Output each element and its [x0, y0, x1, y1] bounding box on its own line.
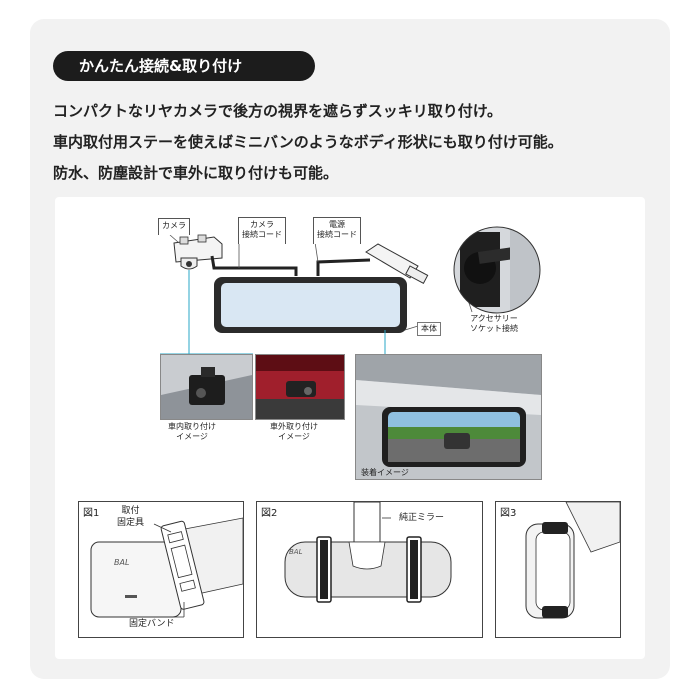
description-text: コンパクトなリヤカメラで後方の視界を遮らずスッキリ取り付け。 車内取付用ステーを… — [53, 96, 673, 189]
section-title-pill: かんたん接続&取り付け — [53, 51, 315, 81]
figure-1: 図1 BAL 取付 固定具 固定バンド — [78, 501, 244, 638]
figure-3-number: 図3 — [500, 508, 517, 519]
installed-illustration — [356, 355, 541, 479]
figure-3-illustration — [525, 502, 620, 619]
socket-label: アクセサリー ソケット接続 — [470, 314, 518, 333]
figure-1-brand: BAL — [114, 558, 130, 567]
power-cord-label: 電源 接続コード — [313, 217, 361, 244]
exterior-mount-photo — [255, 354, 345, 420]
camera-label: カメラ — [158, 218, 190, 235]
installed-photo — [355, 354, 542, 480]
camera-cord-label: カメラ 接続コード — [238, 217, 286, 244]
description-line: コンパクトなリヤカメラで後方の視界を遮らずスッキリ取り付け。 — [53, 102, 502, 120]
interior-mount-photo — [160, 354, 253, 420]
mirror-body — [214, 277, 407, 333]
exterior-caption: 車外取り付け イメージ — [270, 422, 318, 441]
installed-caption: 装着イメージ — [361, 468, 409, 477]
exterior-mount-illustration — [256, 355, 344, 419]
car-charger-plug — [365, 243, 429, 285]
figure-2-illustration — [284, 502, 452, 603]
description-line: 防水、防塵設計で車外に取り付けも可能。 — [53, 164, 339, 182]
figure-1-illustration — [90, 517, 243, 618]
figure-2-brand: BAL — [289, 548, 303, 556]
mirror-label: 純正ミラー — [399, 513, 445, 523]
interior-caption: 車内取り付け イメージ — [168, 422, 216, 441]
bracket-label: 取付 固定具 — [117, 506, 145, 528]
camera-device — [173, 234, 223, 270]
figure-3: 図3 — [495, 501, 621, 638]
figure-2-number: 図2 — [261, 508, 278, 519]
description-line: 車内取付用ステーを使えばミニバンのようなボディ形状にも取り付け可能。 — [53, 133, 563, 151]
accessory-socket-image — [454, 227, 540, 313]
interior-mount-illustration — [161, 355, 252, 419]
figure-2: 図2 BAL 純正ミラー — [256, 501, 483, 638]
band-label: 固定バンド — [129, 619, 175, 629]
figure-1-number: 図1 — [83, 508, 100, 519]
body-label: 本体 — [417, 322, 441, 336]
